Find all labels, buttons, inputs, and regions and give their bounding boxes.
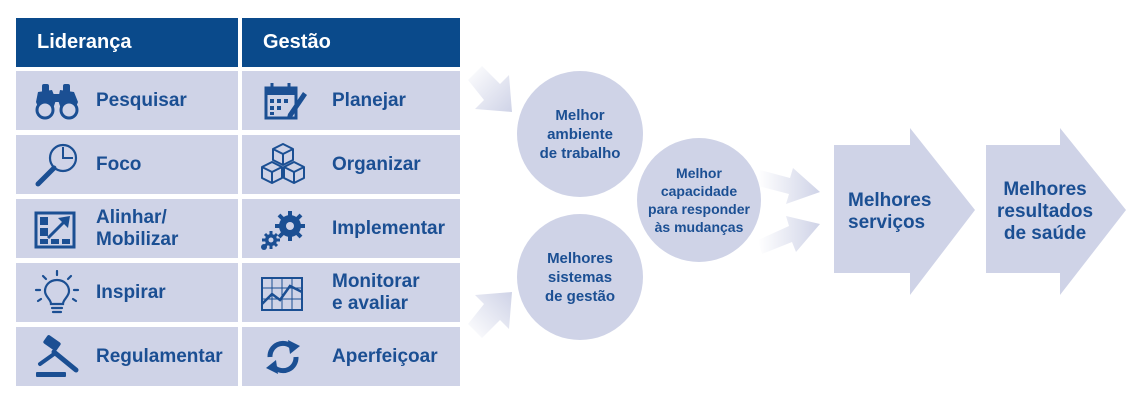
gears-icon (261, 211, 305, 250)
leadership-item-label: Foco (96, 153, 142, 175)
leadership-item-regulamentar: Regulamentar (16, 327, 238, 386)
monitor-chart-icon (261, 277, 303, 311)
management-item-label: Implementar (332, 217, 445, 239)
leadership-header: Liderança (16, 18, 238, 67)
management-item-implementar: Implementar (242, 199, 460, 258)
leadership-item-label: Inspirar (96, 281, 166, 303)
arrow-to-work-environment (468, 66, 512, 112)
management-item-organizar: Organizar (242, 135, 460, 194)
leadership-item-alinhar: Alinhar/ Mobilizar (16, 199, 238, 258)
magnifier-icon (35, 143, 78, 187)
health-results-arrow-shape (986, 128, 1126, 295)
outcome-capacity: Melhor capacidade para responder às muda… (637, 138, 761, 262)
leadership-item-pesquisar: Pesquisar (16, 71, 238, 130)
leadership-item-label: Alinhar/ Mobilizar (96, 206, 179, 250)
cubes-icon (261, 143, 305, 184)
cycle-arrows-icon (266, 340, 300, 374)
management-header: Gestão (242, 18, 460, 67)
management-item-label: Aperfeiçoar (332, 345, 438, 367)
management-item-label: Planejar (332, 89, 406, 111)
outcome-services: Melhores serviços (848, 190, 932, 233)
outcome-work-environment: Melhor ambiente de trabalho (517, 71, 643, 197)
arrow-to-services-lower (758, 216, 820, 254)
management-item-monitorar: Monitorar e avaliar (242, 263, 460, 322)
management-header-label: Gestão (263, 31, 331, 53)
lightbulb-icon (34, 270, 80, 314)
services-arrow-shape (834, 128, 975, 295)
align-chart-icon (34, 211, 76, 249)
arrow-to-services-upper (758, 168, 820, 204)
leadership-item-label: Regulamentar (96, 345, 223, 367)
management-item-label: Monitorar e avaliar (332, 270, 420, 314)
arrow-to-management-systems (468, 292, 512, 338)
gavel-icon (36, 335, 79, 377)
leadership-item-foco: Foco (16, 135, 238, 194)
management-item-planejar: Planejar (242, 71, 460, 130)
management-item-label: Organizar (332, 153, 421, 175)
leadership-item-inspirar: Inspirar (16, 263, 238, 322)
outcome-management-systems: Melhores sistemas de gestão (517, 214, 643, 340)
outcome-health-results: Melhores resultados de saúde (997, 179, 1094, 244)
calendar-icon (264, 83, 307, 120)
management-item-aperfeicoar: Aperfeiçoar (242, 327, 460, 386)
leadership-item-label: Pesquisar (96, 89, 187, 111)
binoculars-icon (35, 84, 79, 120)
leadership-header-label: Liderança (37, 31, 132, 53)
